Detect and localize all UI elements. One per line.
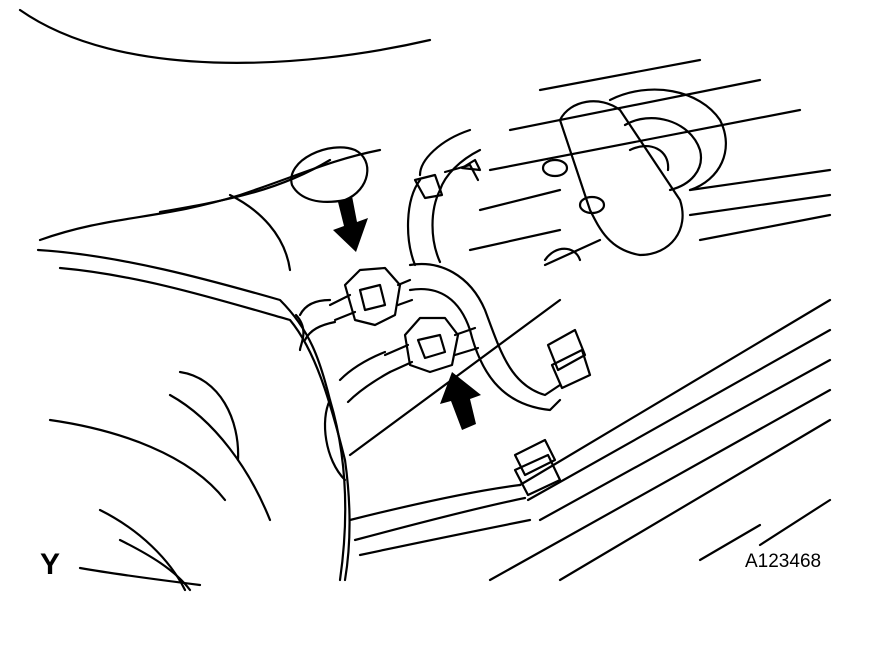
fuel-hose bbox=[407, 128, 562, 412]
lower-connector bbox=[338, 316, 480, 404]
upper-connector bbox=[298, 266, 414, 342]
view-label: Y bbox=[40, 548, 61, 581]
upper-pipes bbox=[468, 58, 832, 267]
tube-clamps bbox=[513, 328, 592, 497]
lower-connector-arrow bbox=[440, 372, 481, 430]
figure-id: A123468 bbox=[745, 551, 822, 572]
fender-well bbox=[36, 248, 351, 592]
upper-connector-arrow bbox=[333, 196, 368, 252]
body-panel bbox=[18, 8, 432, 352]
floor-channels bbox=[348, 298, 832, 582]
